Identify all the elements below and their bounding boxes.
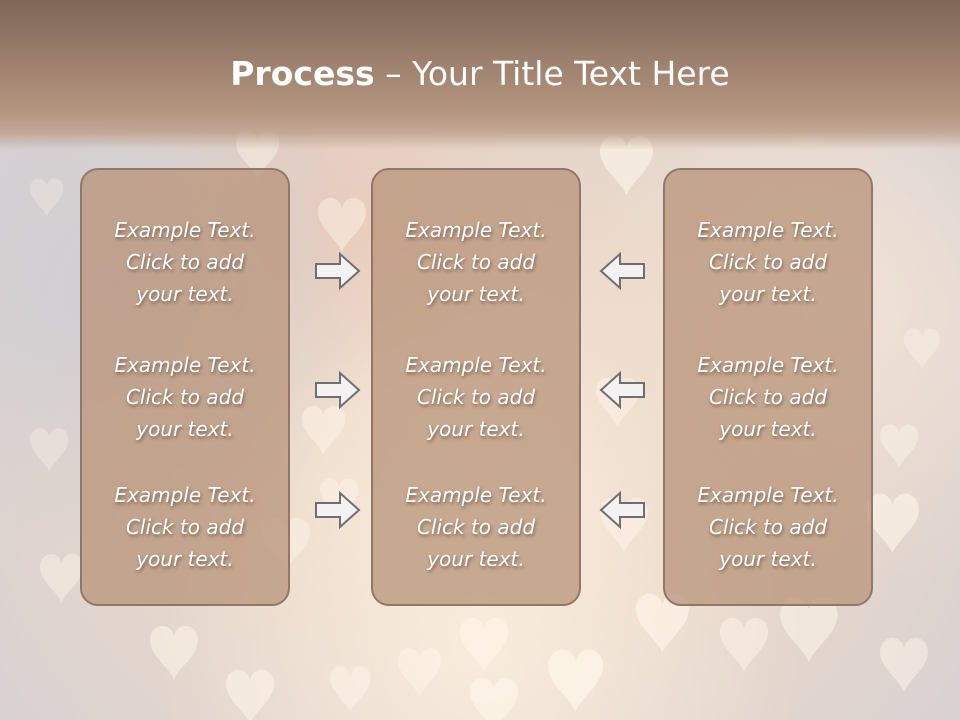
title-bar <box>0 0 960 150</box>
left-panel-text-3[interactable]: Example Text. Click to add your text. <box>114 483 256 571</box>
right-panel-text-1[interactable]: Example Text. Click to add your text. <box>697 218 839 306</box>
arrow-left-icon <box>599 490 645 530</box>
right-panel-text-3[interactable]: Example Text. Click to add your text. <box>697 483 839 571</box>
right-panel[interactable]: Example Text. Click to add your text. Ex… <box>663 168 873 606</box>
center-panel[interactable]: Example Text. Click to add your text. Ex… <box>371 168 581 606</box>
right-panel-text-2[interactable]: Example Text. Click to add your text. <box>697 353 839 441</box>
arrow-left-icon <box>599 251 645 291</box>
arrow-right-icon <box>315 490 361 530</box>
title-rest-part: – Your Title Text Here <box>374 54 730 93</box>
left-panel-text-2[interactable]: Example Text. Click to add your text. <box>114 353 256 441</box>
arrow-left-icon <box>599 370 645 410</box>
center-panel-text-1[interactable]: Example Text. Click to add your text. <box>405 218 547 306</box>
arrow-right-icon <box>315 370 361 410</box>
title-bold-part: Process <box>230 54 375 93</box>
left-panel-text-1[interactable]: Example Text. Click to add your text. <box>114 218 256 306</box>
center-panel-text-3[interactable]: Example Text. Click to add your text. <box>405 483 547 571</box>
arrow-right-icon <box>315 251 361 291</box>
center-panel-text-2[interactable]: Example Text. Click to add your text. <box>405 353 547 441</box>
slide-title[interactable]: Process – Your Title Text Here <box>0 52 960 96</box>
left-panel[interactable]: Example Text. Click to add your text. Ex… <box>80 168 290 606</box>
